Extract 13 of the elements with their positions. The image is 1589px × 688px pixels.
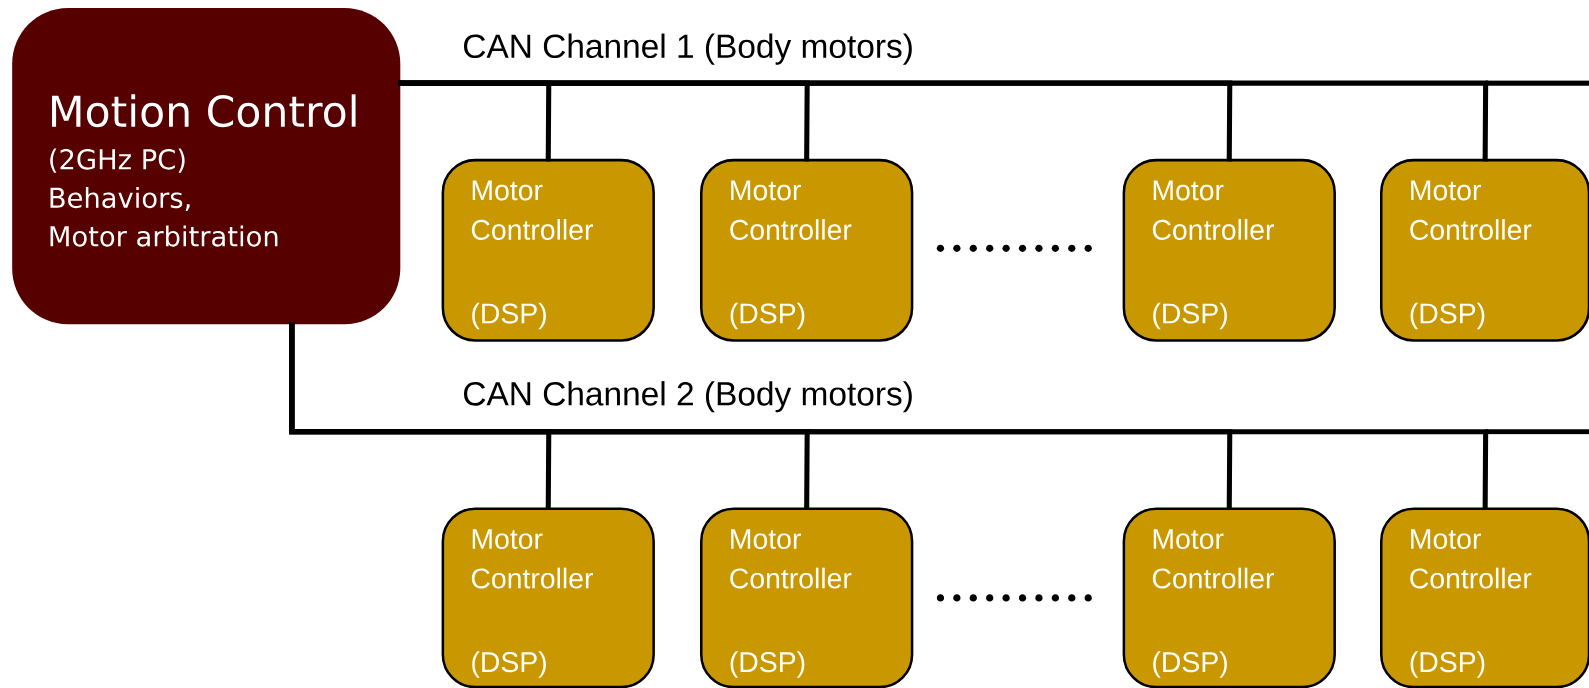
channel-label: CAN Channel 2 (Body motors) bbox=[464, 381, 912, 413]
motor-controller-box: Motor Controller (DSP) bbox=[1122, 158, 1336, 342]
bus-connector bbox=[289, 321, 1489, 510]
channel-label: CAN Channel 1 (Body motors) bbox=[464, 33, 912, 65]
motor-controller-box: Motor Controller (DSP) bbox=[1380, 507, 1589, 688]
motor-controller-box: Motor Controller (DSP) bbox=[441, 158, 655, 342]
motion-control-box: Motion Control (2GHz PC) Behaviors, Motor arbitration bbox=[12, 8, 401, 325]
motor-controller-box: Motor Controller (DSP) bbox=[1122, 507, 1336, 688]
motor-controller-box: Motor Controller (DSP) bbox=[441, 507, 655, 688]
motor-controller-box: Motor Controller (DSP) bbox=[700, 507, 914, 688]
motor-controller-box: Motor Controller (DSP) bbox=[700, 158, 914, 342]
bus-connector bbox=[397, 80, 1489, 162]
motor-controller-box: Motor Controller (DSP) bbox=[1380, 158, 1589, 342]
